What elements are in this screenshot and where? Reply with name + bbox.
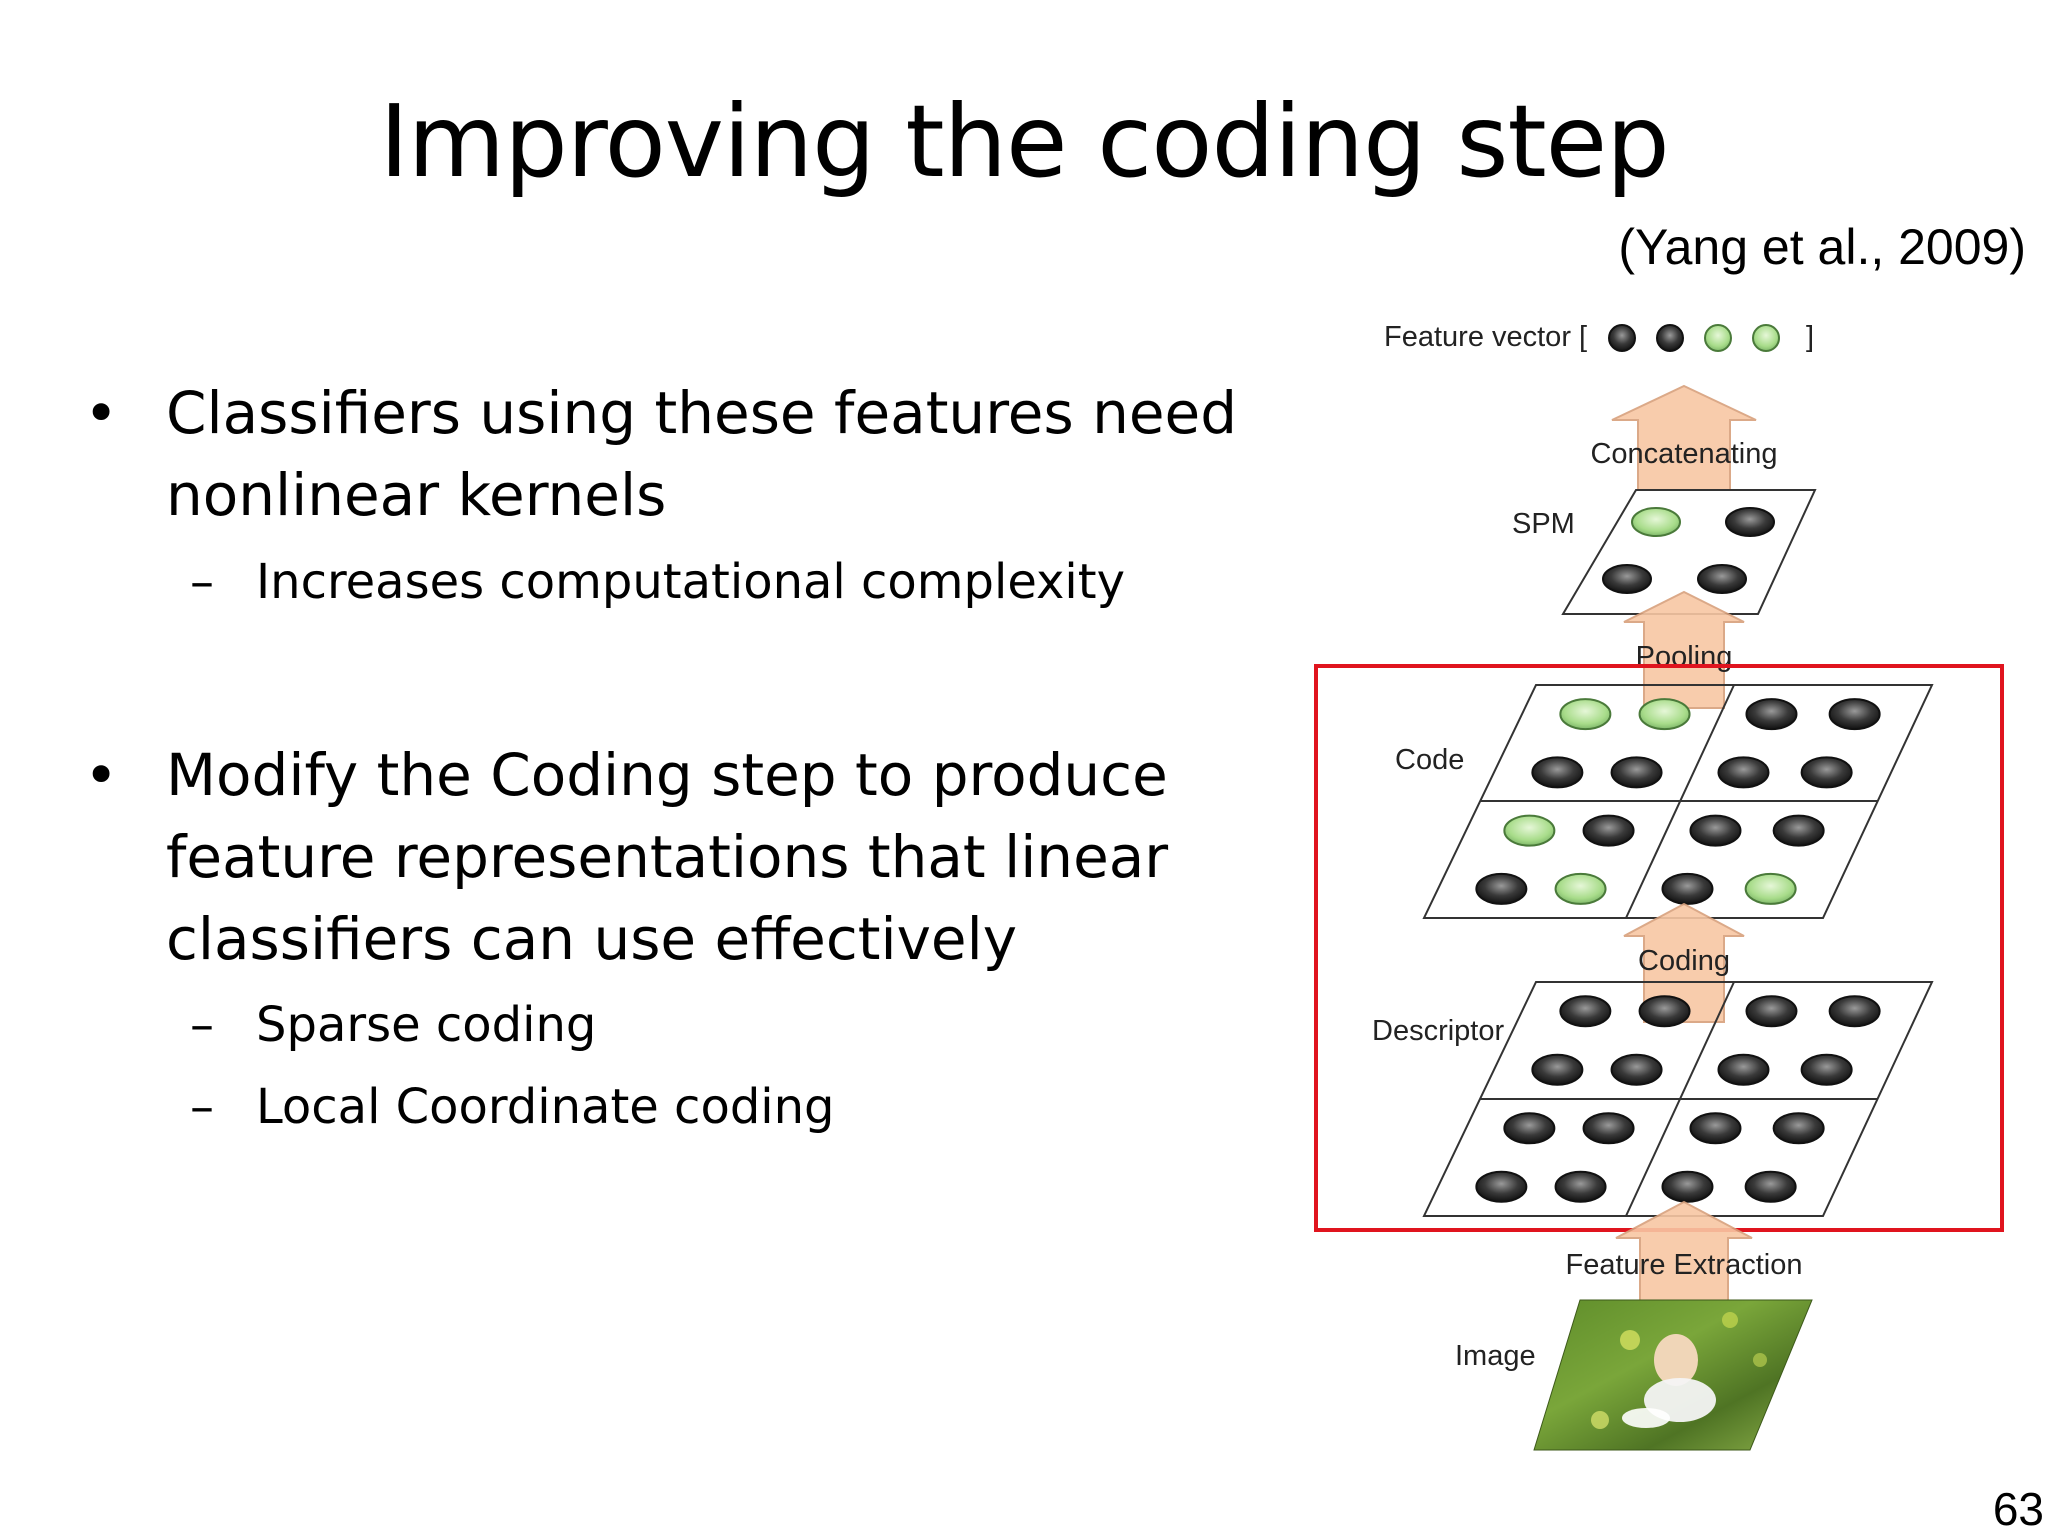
dark-dot-icon (1725, 507, 1775, 537)
arrow-shape (1623, 902, 1745, 1023)
bullet-list: • Classifiers using these features need … (84, 379, 1237, 1135)
coding-pipeline-diagram: Feature vector [ ] Concatenating SPM Poo… (1314, 321, 2004, 1451)
green-dot-icon (1638, 698, 1691, 731)
bullet-text-line: classifiers can use effectively (166, 905, 1018, 973)
sub-bullet-text: Increases computational complexity (256, 554, 1125, 610)
dark-dot-icon (1697, 564, 1747, 594)
dark-dot-icon (1828, 698, 1881, 731)
dark-dot-icon (1559, 995, 1612, 1028)
citation: (Yang et al., 2009) (1618, 219, 2026, 275)
dark-dot-icon (1503, 1112, 1556, 1145)
code-plane (1422, 684, 1934, 919)
dark-dot-icon (1717, 1053, 1770, 1086)
dark-dot-icon (1531, 1053, 1584, 1086)
arrow-label-feature-extraction: Feature Extraction (1566, 1249, 1803, 1281)
dark-dot-icon (1475, 872, 1528, 905)
dark-dot-icon (1602, 564, 1652, 594)
dark-dot-icon (1717, 756, 1770, 789)
dark-dot-icon (1554, 1170, 1607, 1203)
dash-icon: – (190, 1079, 214, 1135)
dark-dot-icon (1744, 1170, 1797, 1203)
sub-bullet-text: Sparse coding (256, 997, 597, 1053)
dark-dot-icon (1689, 814, 1742, 847)
dash-icon: – (190, 997, 214, 1053)
bullet-text-line: Modify the Coding step to produce (166, 741, 1168, 809)
green-dot-icon (1554, 872, 1607, 905)
dark-dot-icon (1800, 1053, 1853, 1086)
dark-dot-icon (1772, 1112, 1825, 1145)
green-dot-icon (1704, 324, 1732, 352)
bullet-dot-icon: • (84, 379, 119, 447)
slide-title: Improving the coding step (379, 83, 1669, 200)
arrow-label-concatenating: Concatenating (1590, 438, 1777, 470)
dark-dot-icon (1828, 995, 1881, 1028)
arrow-coding (1623, 902, 1745, 1023)
dark-dot-icon (1661, 872, 1714, 905)
dark-dot-icon (1610, 756, 1663, 789)
dark-dot-icon (1745, 995, 1798, 1028)
dark-dot-icon (1800, 756, 1853, 789)
green-dot-icon (1744, 872, 1797, 905)
dark-dot-icon (1610, 1053, 1663, 1086)
spm-dots (1602, 507, 1775, 594)
input-photo-image (1533, 1299, 1813, 1451)
green-dot-icon (1503, 814, 1556, 847)
arrow-label-coding: Coding (1638, 945, 1730, 977)
dark-dot-icon (1582, 1112, 1635, 1145)
feature-vector-label: Feature vector [ (1384, 321, 1587, 353)
layer-label-spm: SPM (1512, 508, 1575, 540)
layer-label-image: Image (1455, 1340, 1536, 1372)
dark-dot-icon (1745, 698, 1798, 731)
layer-label-descriptor: Descriptor (1372, 1015, 1504, 1047)
dark-dot-icon (1531, 756, 1584, 789)
bullet-text-line: Classifiers using these features need (166, 379, 1238, 447)
dark-dot-icon (1608, 324, 1636, 352)
green-dot-icon (1752, 324, 1780, 352)
dark-dot-icon (1582, 814, 1635, 847)
descriptor-plane (1422, 981, 1934, 1217)
arrow-label-pooling: Pooling (1636, 641, 1733, 673)
green-dot-icon (1631, 507, 1681, 537)
dark-dot-icon (1661, 1170, 1714, 1203)
feature-vector-close: ] (1806, 321, 1814, 353)
page-number: 63 (1992, 1483, 2044, 1535)
green-dot-icon (1559, 698, 1612, 731)
bullet-dot-icon: • (84, 741, 119, 809)
feature-vector-dots (1608, 324, 1780, 352)
dark-dot-icon (1656, 324, 1684, 352)
dash-icon: – (190, 554, 214, 610)
dark-dot-icon (1475, 1170, 1528, 1203)
dark-dot-icon (1638, 995, 1691, 1028)
dark-dot-icon (1772, 814, 1825, 847)
code-dots (1475, 698, 1881, 905)
sub-bullet-text: Local Coordinate coding (256, 1079, 835, 1135)
dark-dot-icon (1689, 1112, 1742, 1145)
bullet-text-line: nonlinear kernels (166, 461, 667, 529)
descriptor-dots (1475, 995, 1881, 1203)
layer-label-code: Code (1395, 744, 1464, 776)
bullet-text-line: feature representations that linear (166, 823, 1169, 891)
